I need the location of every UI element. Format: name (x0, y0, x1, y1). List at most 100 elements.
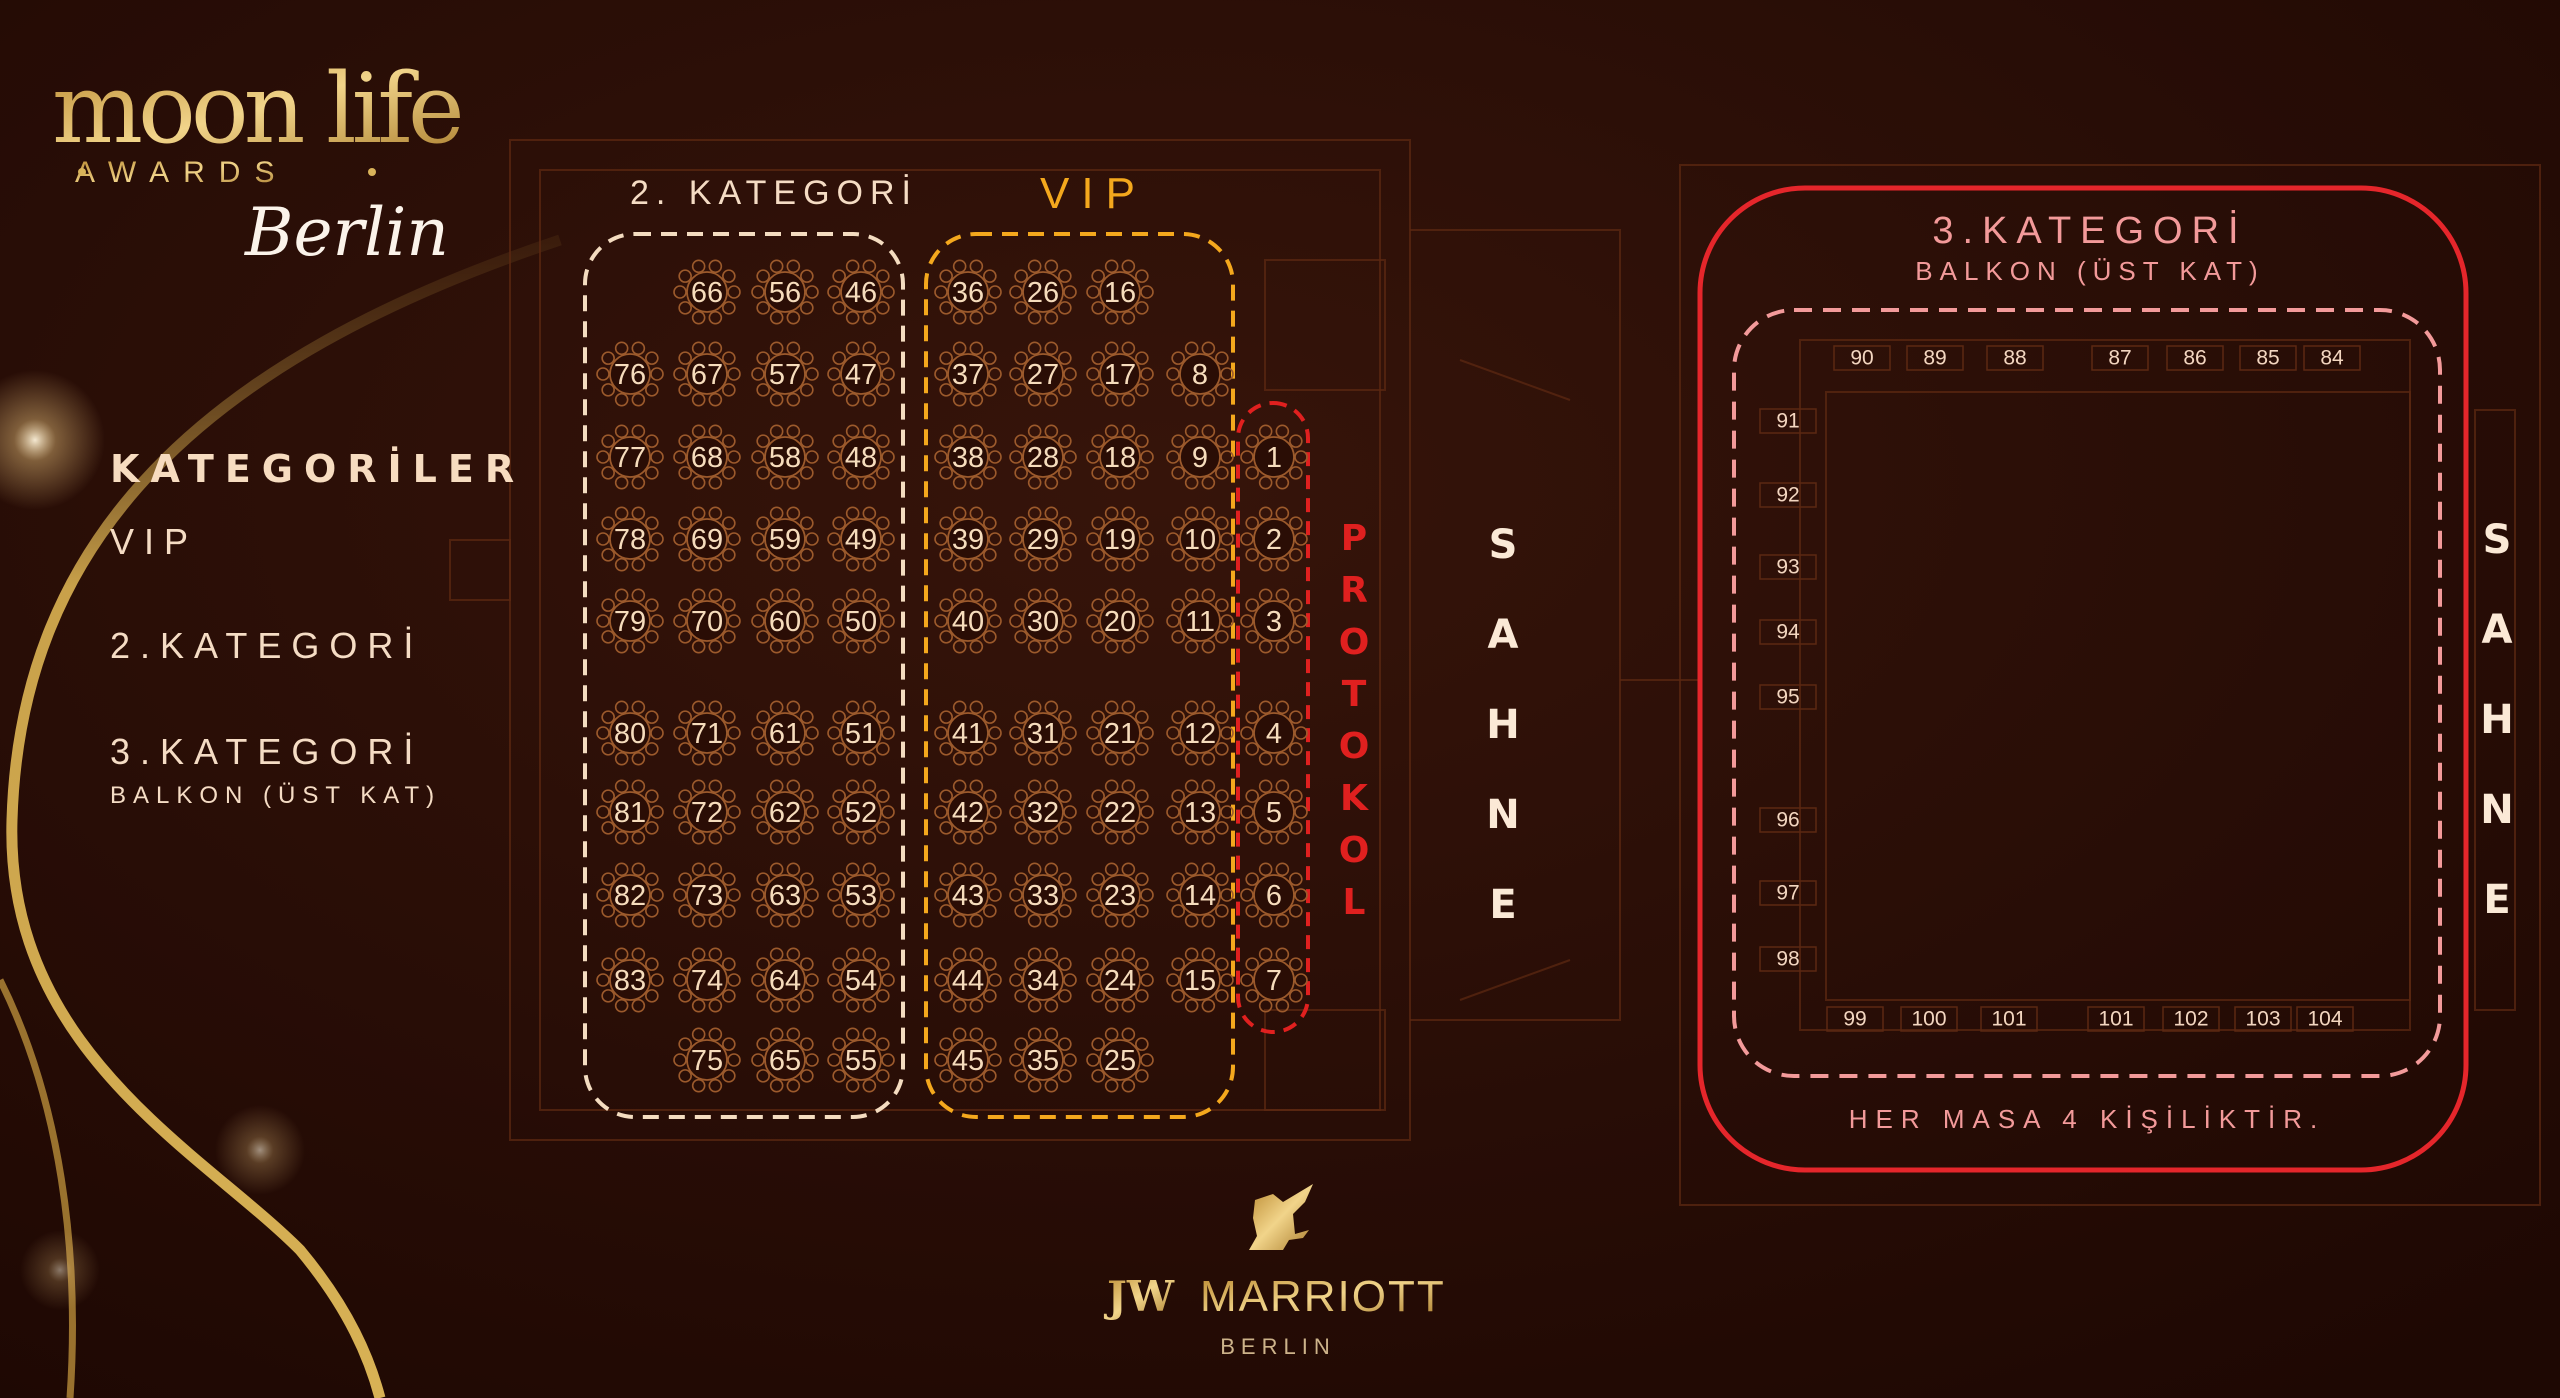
table-25[interactable]: 25 (1086, 1027, 1154, 1093)
table-39[interactable]: 39 (934, 506, 1002, 572)
table-55[interactable]: 55 (827, 1027, 895, 1093)
balcony-table-103[interactable]: 103 (2234, 1006, 2292, 1032)
table-32[interactable]: 32 (1009, 779, 1077, 845)
table-75[interactable]: 75 (673, 1027, 741, 1093)
table-70[interactable]: 70 (673, 588, 741, 654)
balcony-table-99[interactable]: 99 (1826, 1006, 1884, 1032)
table-41[interactable]: 41 (934, 700, 1002, 766)
table-71[interactable]: 71 (673, 700, 741, 766)
balcony-table-85[interactable]: 85 (2239, 345, 2297, 371)
table-60[interactable]: 60 (751, 588, 819, 654)
balcony-table-100[interactable]: 100 (1900, 1006, 1958, 1032)
table-29[interactable]: 29 (1009, 506, 1077, 572)
table-46[interactable]: 46 (827, 259, 895, 325)
table-52[interactable]: 52 (827, 779, 895, 845)
table-54[interactable]: 54 (827, 947, 895, 1013)
table-47[interactable]: 47 (827, 341, 895, 407)
table-2[interactable]: 2 (1240, 506, 1308, 572)
table-15[interactable]: 15 (1166, 947, 1234, 1013)
table-82[interactable]: 82 (596, 862, 664, 928)
table-6[interactable]: 6 (1240, 862, 1308, 928)
table-53[interactable]: 53 (827, 862, 895, 928)
table-21[interactable]: 21 (1086, 700, 1154, 766)
table-72[interactable]: 72 (673, 779, 741, 845)
balcony-table-89[interactable]: 89 (1906, 345, 1964, 371)
balcony-table-86[interactable]: 86 (2166, 345, 2224, 371)
table-37[interactable]: 37 (934, 341, 1002, 407)
table-73[interactable]: 73 (673, 862, 741, 928)
table-59[interactable]: 59 (751, 506, 819, 572)
table-49[interactable]: 49 (827, 506, 895, 572)
balcony-table-94[interactable]: 94 (1759, 619, 1817, 645)
table-40[interactable]: 40 (934, 588, 1002, 654)
balcony-table-90[interactable]: 90 (1833, 345, 1891, 371)
table-77[interactable]: 77 (596, 424, 664, 490)
table-74[interactable]: 74 (673, 947, 741, 1013)
table-61[interactable]: 61 (751, 700, 819, 766)
table-16[interactable]: 16 (1086, 259, 1154, 325)
table-27[interactable]: 27 (1009, 341, 1077, 407)
table-7[interactable]: 7 (1240, 947, 1308, 1013)
table-44[interactable]: 44 (934, 947, 1002, 1013)
table-56[interactable]: 56 (751, 259, 819, 325)
table-5[interactable]: 5 (1240, 779, 1308, 845)
table-34[interactable]: 34 (1009, 947, 1077, 1013)
table-26[interactable]: 26 (1009, 259, 1077, 325)
table-79[interactable]: 79 (596, 588, 664, 654)
table-76[interactable]: 76 (596, 341, 664, 407)
balcony-table-84[interactable]: 84 (2303, 345, 2361, 371)
table-64[interactable]: 64 (751, 947, 819, 1013)
balcony-table-104[interactable]: 104 (2296, 1006, 2354, 1032)
table-33[interactable]: 33 (1009, 862, 1077, 928)
table-10[interactable]: 10 (1166, 506, 1234, 572)
balcony-table-88[interactable]: 88 (1986, 345, 2044, 371)
balcony-table-96[interactable]: 96 (1759, 807, 1817, 833)
table-42[interactable]: 42 (934, 779, 1002, 845)
table-31[interactable]: 31 (1009, 700, 1077, 766)
balcony-table-93[interactable]: 93 (1759, 554, 1817, 580)
table-13[interactable]: 13 (1166, 779, 1234, 845)
table-65[interactable]: 65 (751, 1027, 819, 1093)
balcony-table-92[interactable]: 92 (1759, 482, 1817, 508)
table-30[interactable]: 30 (1009, 588, 1077, 654)
table-19[interactable]: 19 (1086, 506, 1154, 572)
table-1[interactable]: 1 (1240, 424, 1308, 490)
table-35[interactable]: 35 (1009, 1027, 1077, 1093)
table-81[interactable]: 81 (596, 779, 664, 845)
table-11[interactable]: 11 (1166, 588, 1234, 654)
table-3[interactable]: 3 (1240, 588, 1308, 654)
table-8[interactable]: 8 (1166, 341, 1234, 407)
table-22[interactable]: 22 (1086, 779, 1154, 845)
balcony-table-91[interactable]: 91 (1759, 408, 1817, 434)
table-66[interactable]: 66 (673, 259, 741, 325)
table-43[interactable]: 43 (934, 862, 1002, 928)
balcony-table-95[interactable]: 95 (1759, 684, 1817, 710)
table-18[interactable]: 18 (1086, 424, 1154, 490)
table-9[interactable]: 9 (1166, 424, 1234, 490)
table-20[interactable]: 20 (1086, 588, 1154, 654)
balcony-table-101[interactable]: 101 (2087, 1006, 2145, 1032)
table-78[interactable]: 78 (596, 506, 664, 572)
table-80[interactable]: 80 (596, 700, 664, 766)
table-38[interactable]: 38 (934, 424, 1002, 490)
table-67[interactable]: 67 (673, 341, 741, 407)
balcony-table-97[interactable]: 97 (1759, 880, 1817, 906)
balcony-table-102[interactable]: 102 (2162, 1006, 2220, 1032)
table-14[interactable]: 14 (1166, 862, 1234, 928)
table-24[interactable]: 24 (1086, 947, 1154, 1013)
table-23[interactable]: 23 (1086, 862, 1154, 928)
table-68[interactable]: 68 (673, 424, 741, 490)
table-51[interactable]: 51 (827, 700, 895, 766)
table-48[interactable]: 48 (827, 424, 895, 490)
balcony-table-87[interactable]: 87 (2091, 345, 2149, 371)
table-57[interactable]: 57 (751, 341, 819, 407)
table-83[interactable]: 83 (596, 947, 664, 1013)
table-62[interactable]: 62 (751, 779, 819, 845)
table-36[interactable]: 36 (934, 259, 1002, 325)
table-63[interactable]: 63 (751, 862, 819, 928)
table-12[interactable]: 12 (1166, 700, 1234, 766)
balcony-table-101[interactable]: 101 (1980, 1006, 2038, 1032)
table-28[interactable]: 28 (1009, 424, 1077, 490)
table-50[interactable]: 50 (827, 588, 895, 654)
table-58[interactable]: 58 (751, 424, 819, 490)
